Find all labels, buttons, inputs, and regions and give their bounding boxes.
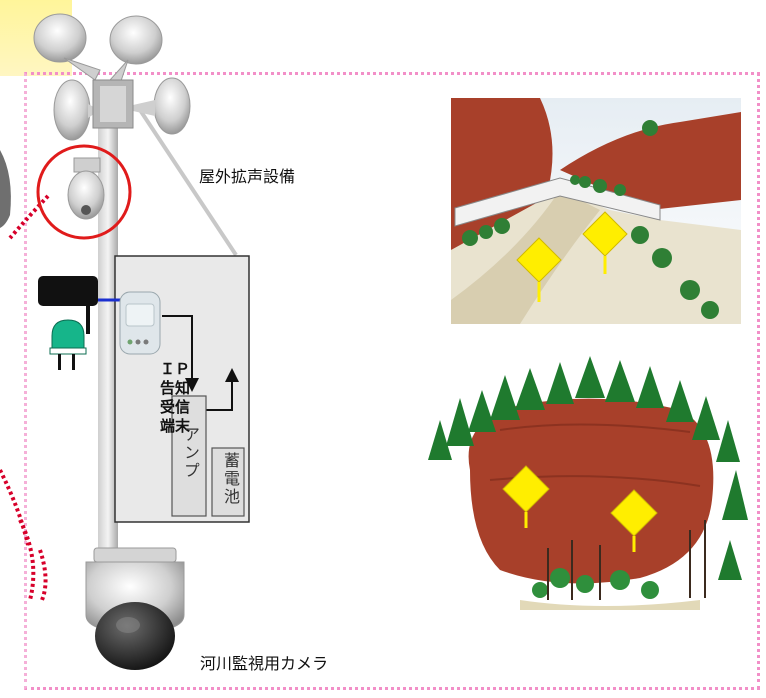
red-dotted-trace: [0, 194, 50, 601]
battery-box: [211, 447, 245, 517]
valley-scene-illustration: [451, 98, 741, 324]
system-diagram-frame: [24, 72, 760, 690]
camera-label: 河川監視用カメラ: [200, 654, 329, 673]
river-camera-icon: [85, 547, 185, 670]
ip-terminal-icon: [119, 291, 161, 355]
diamond-marker-icon: [516, 211, 628, 302]
camera-highlight-circle: [36, 144, 132, 240]
dome-camera-icon: [67, 157, 105, 220]
arrow-up-icon: [225, 368, 239, 382]
speaker-label: 屋外拡声設備: [199, 167, 296, 186]
ip-terminal-label-line1: ＩＰ: [159, 360, 190, 378]
ip-terminal-label-line3: 受信: [159, 398, 190, 416]
signal-path-from-amp: [206, 382, 233, 411]
signal-path-to-amp: [162, 315, 193, 378]
diamond-marker-icon: [502, 465, 658, 552]
battery-label: 蓄電池: [221, 452, 240, 506]
ip-terminal-label: ＩＰ 告知 受信 端末: [150, 360, 200, 436]
hillside-scene-illustration: [428, 356, 748, 610]
pole-stay-wire: [138, 108, 238, 257]
antenna-box-icon: [38, 276, 98, 334]
pole: [98, 90, 118, 550]
megaphone-speaker-icon: [33, 13, 191, 141]
ip-terminal-label-line4: 端末: [159, 417, 190, 435]
rain-gauge-icon: [49, 319, 87, 370]
left-edge-object: [0, 150, 11, 228]
ip-terminal-label-line2: 告知: [159, 379, 190, 397]
arrow-down-icon: [185, 378, 199, 392]
amp-label: アンプ: [181, 426, 200, 480]
amp-box: [171, 395, 207, 517]
